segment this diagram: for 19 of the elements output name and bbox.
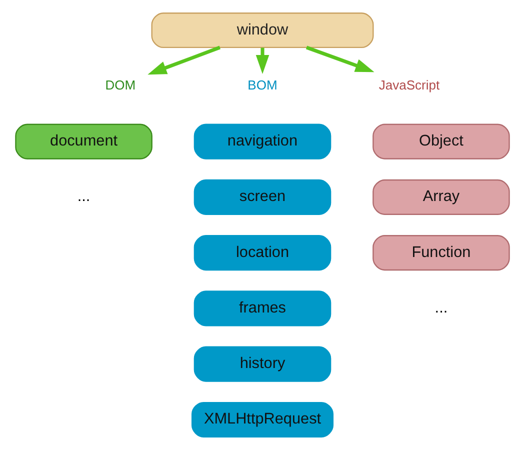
node-box: navigation (194, 124, 332, 160)
node-box: window (151, 12, 374, 48)
node-box: location (194, 235, 332, 271)
node-text: BOM (248, 77, 278, 92)
node-text: JavaScript (378, 77, 440, 92)
node-box: frames (194, 290, 332, 326)
label: ... (77, 188, 90, 206)
node-box: screen (194, 179, 332, 215)
node-box: Array (372, 179, 510, 215)
arrow (306, 46, 374, 72)
node-box: history (194, 346, 332, 382)
node-box: Function (372, 235, 510, 271)
arrow (256, 48, 270, 74)
node-box: document (15, 124, 152, 160)
label: ... (434, 299, 448, 316)
node-box: Object (372, 124, 510, 160)
node-text: DOM (105, 77, 136, 92)
arrow (148, 46, 221, 75)
node-box: XMLHttpRequest (191, 402, 334, 438)
